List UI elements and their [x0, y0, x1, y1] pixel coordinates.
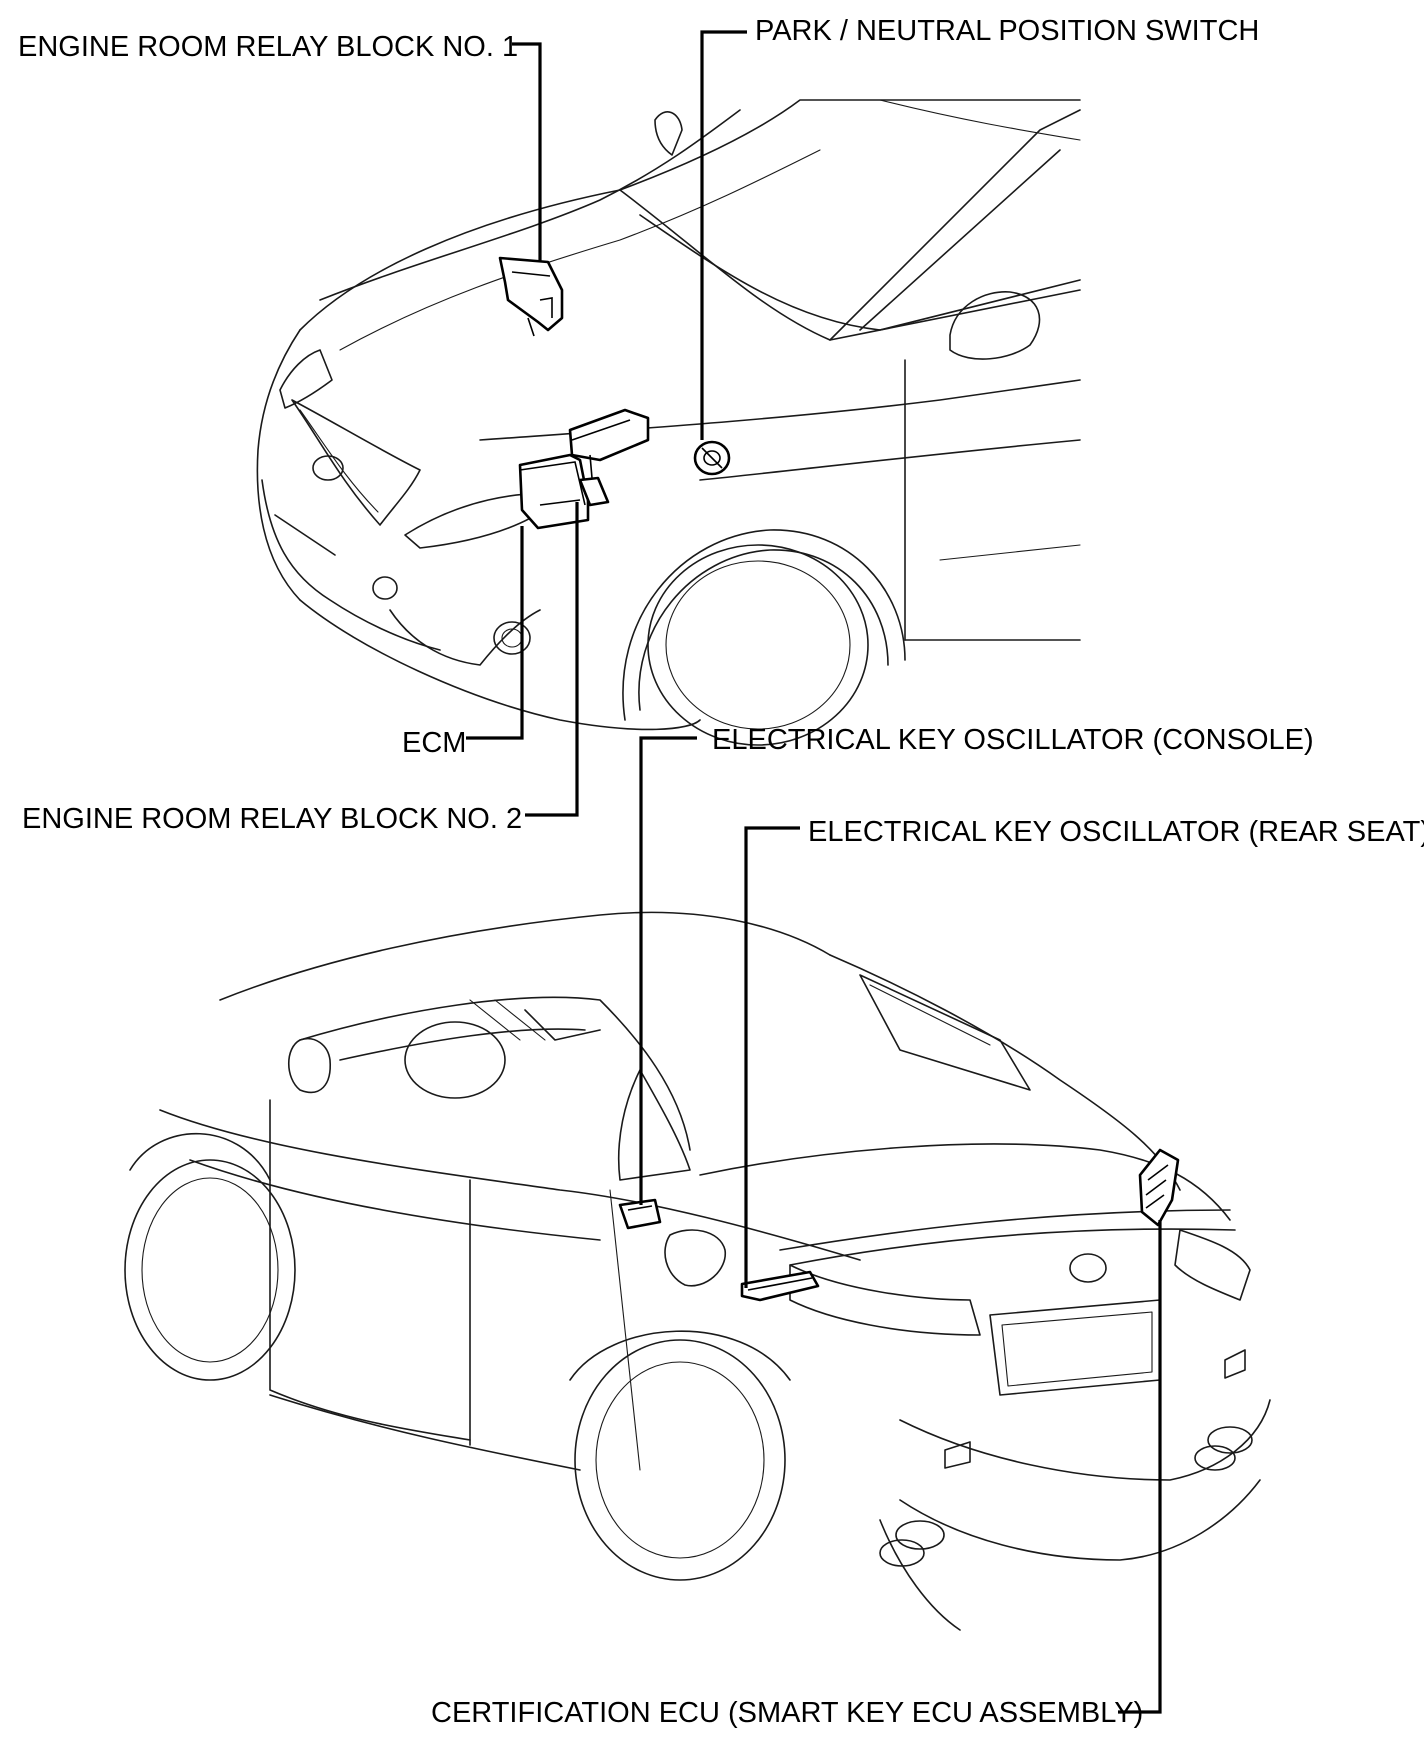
leader-key-oscillator-rear-seat	[744, 826, 800, 1288]
leader-ecm	[466, 526, 524, 740]
leader-relay-block-1	[512, 42, 542, 262]
label-ecm: ECM	[402, 727, 466, 759]
electrical-key-oscillator-rear-seat-part	[740, 1270, 820, 1302]
electrical-key-oscillator-console-part	[618, 1198, 662, 1230]
label-certification-ecu: CERTIFICATION ECU (SMART KEY ECU ASSEMBL…	[431, 1697, 1143, 1729]
front-vehicle-drawing	[256, 99, 1081, 746]
leader-lines	[466, 30, 1162, 1714]
leader-certification-ecu	[1118, 1220, 1162, 1714]
label-key-oscillator-console: ELECTRICAL KEY OSCILLATOR (CONSOLE)	[712, 724, 1314, 756]
park-neutral-position-switch-part	[693, 440, 731, 476]
label-park-neutral-switch: PARK / NEUTRAL POSITION SWITCH	[755, 15, 1259, 47]
rear-vehicle-drawing	[124, 911, 1271, 1631]
engine-room-relay-block-1-part	[498, 256, 564, 337]
label-relay-block-1: ENGINE ROOM RELAY BLOCK NO. 1	[18, 31, 518, 63]
ecm-part	[518, 453, 590, 530]
leader-key-oscillator-console	[639, 736, 697, 1205]
label-key-oscillator-rear-seat: ELECTRICAL KEY OSCILLATOR (REAR SEAT)	[808, 816, 1424, 848]
leader-park-neutral-switch	[700, 30, 747, 440]
certification-ecu-part	[1138, 1148, 1180, 1227]
label-relay-block-2: ENGINE ROOM RELAY BLOCK NO. 2	[22, 803, 522, 835]
engine-room-relay-block-2-part	[568, 408, 650, 507]
leader-relay-block-2	[525, 502, 579, 817]
